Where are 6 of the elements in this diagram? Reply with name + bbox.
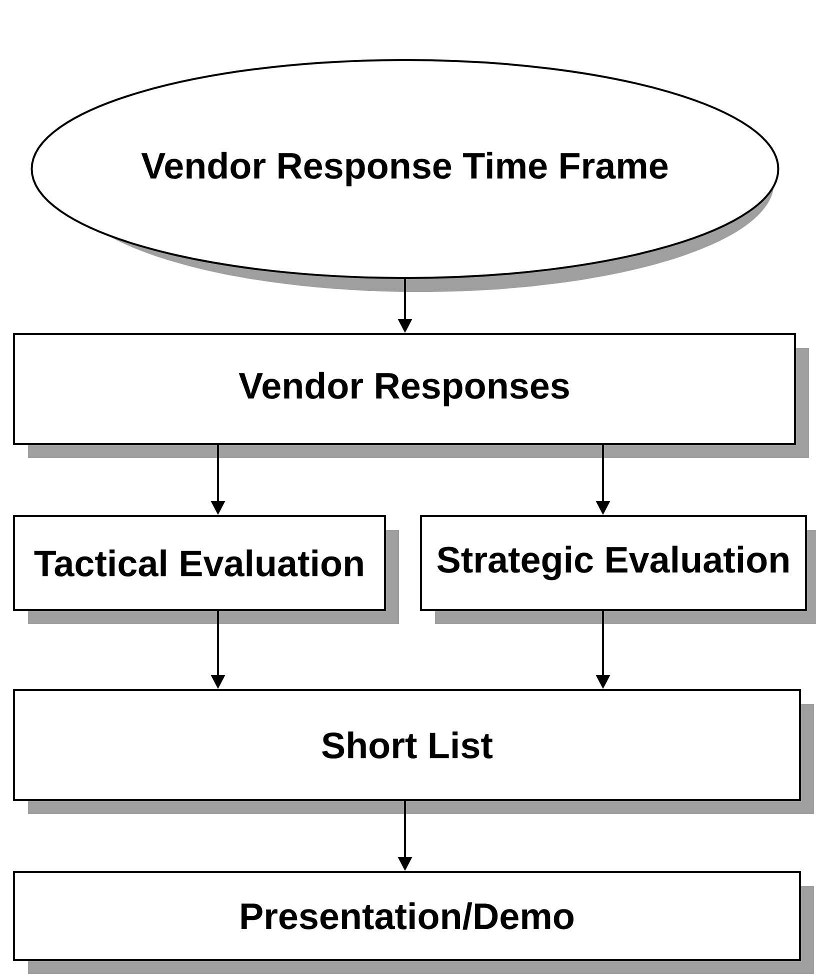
process-box: Vendor Responses	[13, 333, 809, 458]
ellipse-node: Vendor Response Time Frame	[30, 59, 780, 292]
process-box: Tactical Evaluation	[13, 515, 399, 624]
process-box: Short List	[13, 689, 814, 814]
process-box: Presentation/Demo	[13, 871, 814, 974]
process-box: Strategic Evaluation	[420, 515, 816, 624]
